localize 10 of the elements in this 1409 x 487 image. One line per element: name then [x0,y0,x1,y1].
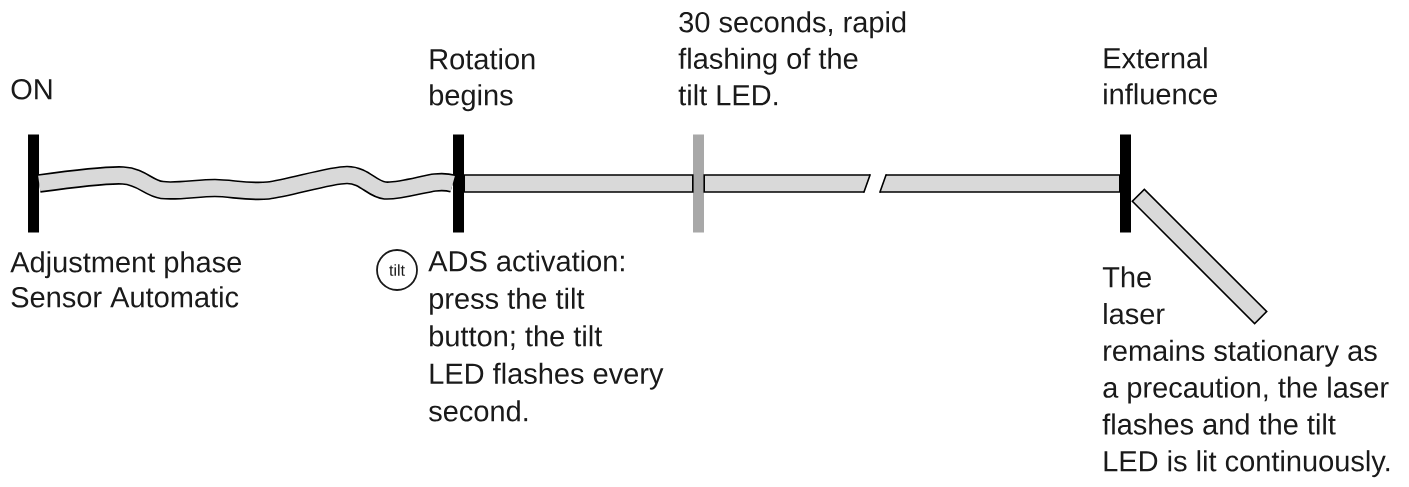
timeline-band [37,165,455,201]
event-label: Rotation begins [430,48,535,112]
event-label: 30 seconds, rapid flashing of the tilt LED. [678,11,906,106]
event-description: Adjustment phase Sensor Automatic [10,251,241,308]
event-label: ON [11,78,52,100]
event-description: ADS activation: press the tilt button; the tilt LED flashes every second. [428,250,664,422]
event-label: External influence [1104,47,1217,105]
event-description: The laser remains stationary as a precaution, the laser flashes and the tilt LED is lit continuously. [1102,266,1390,478]
timeline-band [703,174,1121,193]
timeline-band [463,174,694,193]
